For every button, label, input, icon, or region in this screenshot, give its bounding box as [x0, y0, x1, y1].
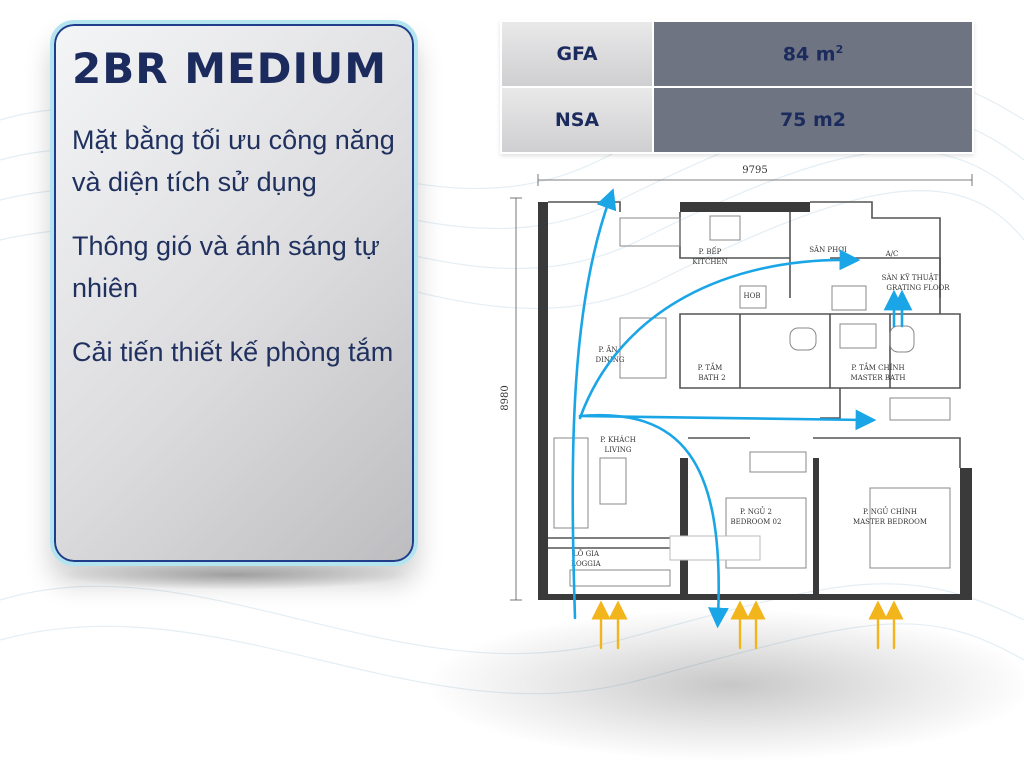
width-dimension: 9795: [742, 165, 767, 176]
gfa-label: GFA: [500, 20, 654, 88]
room-label: P. NGỦ 2: [740, 506, 772, 516]
room-label: SÂN PHƠI: [809, 245, 847, 254]
dimension-lines: [510, 174, 973, 601]
room-label: P. KHÁCH: [600, 435, 636, 444]
table-row: NSA 75 m2: [500, 86, 974, 154]
room-label: P. TẮM CHÍNH: [851, 362, 904, 372]
room-label: HOB: [744, 292, 761, 300]
room-label: LIVING: [605, 446, 632, 454]
feature-item: Mặt bằng tối ưu công năng và diện tích s…: [72, 125, 395, 198]
nsa-label: NSA: [500, 86, 654, 154]
feature-item: Thông gió và ánh sáng tự nhiên: [72, 230, 380, 303]
room-label: MASTER BEDROOM: [853, 518, 927, 526]
unit-info-card: 2BR MEDIUM Mặt bằng tối ưu công năng và …: [50, 20, 418, 566]
nsa-value: 75 m2: [652, 86, 974, 154]
airflow-arrows: [571, 188, 913, 629]
room-label: A/C: [885, 250, 899, 258]
floor-plan: 9795 8980: [500, 165, 973, 650]
feature-list: Mặt bằng tối ưu công năng và diện tích s…: [72, 120, 396, 373]
height-dimension: 8980: [500, 385, 511, 410]
room-label: BATH 2: [698, 374, 725, 382]
room-label: SÀN KỸ THUẬT: [882, 273, 939, 282]
walls: [538, 202, 972, 600]
room-label: P. NGỦ CHÍNH: [863, 506, 917, 516]
room-label: LOGGIA: [571, 560, 601, 568]
room-label: P. BẾP: [699, 246, 722, 256]
room-label: MASTER BATH: [851, 374, 906, 382]
room-label: P. TẮM: [698, 362, 723, 372]
room-label: LÔ GIA: [573, 549, 600, 558]
room-label: GRATING FLOOR: [886, 284, 950, 292]
gfa-value: 84 m2: [652, 20, 974, 88]
ground-shadow: [430, 610, 1024, 760]
area-table: GFA 84 m2 NSA 75 m2: [500, 20, 974, 154]
interior-walls: [548, 201, 961, 549]
room-label: BEDROOM 02: [731, 518, 782, 526]
unit-title: 2BR MEDIUM: [72, 44, 388, 93]
sunlight-arrows: [591, 600, 904, 650]
room-label: P. ĂN: [599, 345, 618, 354]
table-row: GFA 84 m2: [500, 20, 974, 88]
room-label: KITCHEN: [692, 258, 727, 266]
feature-item: Cải tiến thiết kế phòng tắm: [72, 336, 394, 367]
